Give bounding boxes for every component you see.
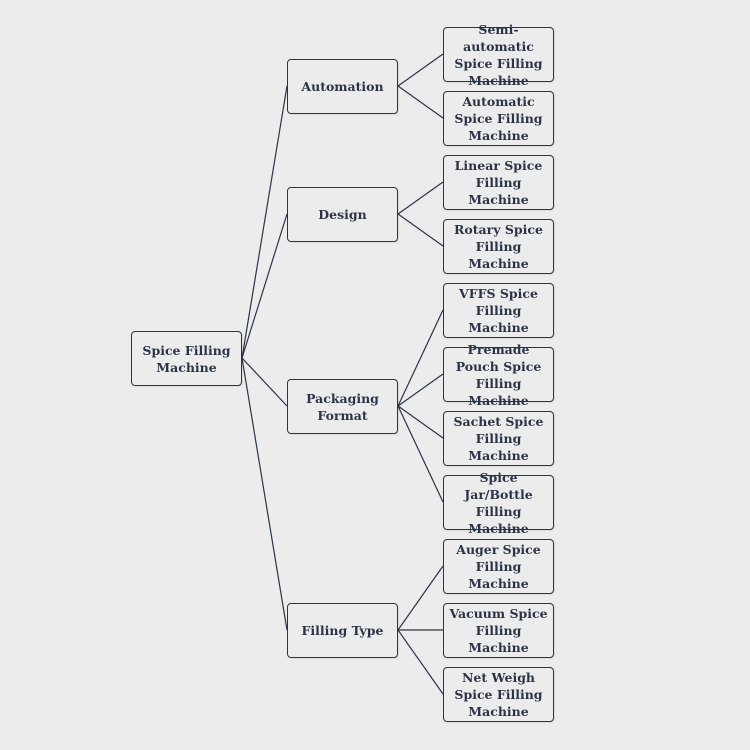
leaf-vffs-label: VFFS Spice Filling Machine [459, 286, 538, 335]
leaf-vacuum-node: Vacuum Spice Filling Machine [443, 603, 554, 658]
connector-filling-auger [397, 565, 444, 631]
leaf-net-weigh-label: Net Weigh Spice Filling Machine [454, 670, 543, 719]
leaf-net-weigh-node: Net Weigh Spice Filling Machine [443, 667, 554, 722]
connector-filling-netweigh [397, 629, 444, 695]
root-node-label: Spice Filling Machine [142, 342, 231, 375]
leaf-auger-label: Auger Spice Filling Machine [456, 542, 541, 591]
leaf-automatic-node: Automatic Spice Filling Machine [443, 91, 554, 146]
category-design-label: Design [318, 207, 367, 222]
category-design-node: Design [287, 187, 398, 242]
root-node: Spice Filling Machine [131, 331, 242, 386]
category-automation-node: Automation [287, 59, 398, 114]
category-packaging-format-node: Packaging Format [287, 379, 398, 434]
connector-design-linear [397, 181, 444, 215]
leaf-linear-label: Linear Spice Filling Machine [454, 158, 543, 207]
leaf-rotary-label: Rotary Spice Filling Machine [454, 222, 543, 271]
leaf-vffs-node: VFFS Spice Filling Machine [443, 283, 554, 338]
connector-root-design [241, 213, 288, 359]
connector-automation-semi [397, 53, 444, 87]
connector-root-packaging [241, 357, 288, 407]
leaf-jar-bottle-label: Spice Jar/Bottle Filling Machine [464, 469, 533, 536]
leaf-sachet-label: Sachet Spice Filling Machine [453, 414, 544, 463]
leaf-auger-node: Auger Spice Filling Machine [443, 539, 554, 594]
connector-root-filling [241, 357, 288, 631]
leaf-linear-node: Linear Spice Filling Machine [443, 155, 554, 210]
leaf-premade-pouch-label: Premade Pouch Spice Filling Machine [455, 341, 542, 408]
connector-design-rotary [397, 213, 444, 247]
connector-packaging-sachet [397, 405, 444, 439]
category-filling-type-node: Filling Type [287, 603, 398, 658]
connector-root-automation [241, 85, 288, 359]
leaf-premade-pouch-node: Premade Pouch Spice Filling Machine [443, 342, 554, 408]
category-filling-type-label: Filling Type [301, 623, 384, 638]
category-packaging-format-label: Packaging Format [306, 390, 379, 423]
leaf-sachet-node: Sachet Spice Filling Machine [443, 411, 554, 466]
connector-automation-auto [397, 85, 444, 119]
leaf-rotary-node: Rotary Spice Filling Machine [443, 219, 554, 274]
connector-packaging-premade [397, 373, 444, 407]
leaf-semi-automatic-node: Semi-automatic Spice Filling Machine [443, 22, 554, 88]
leaf-vacuum-label: Vacuum Spice Filling Machine [449, 606, 548, 655]
category-automation-label: Automation [301, 79, 384, 94]
leaf-jar-bottle-node: Spice Jar/Bottle Filling Machine [443, 470, 554, 536]
connector-packaging-jar [397, 405, 444, 503]
connector-packaging-vffs [397, 309, 444, 407]
leaf-automatic-label: Automatic Spice Filling Machine [454, 94, 543, 143]
leaf-semi-automatic-label: Semi-automatic Spice Filling Machine [454, 21, 543, 88]
